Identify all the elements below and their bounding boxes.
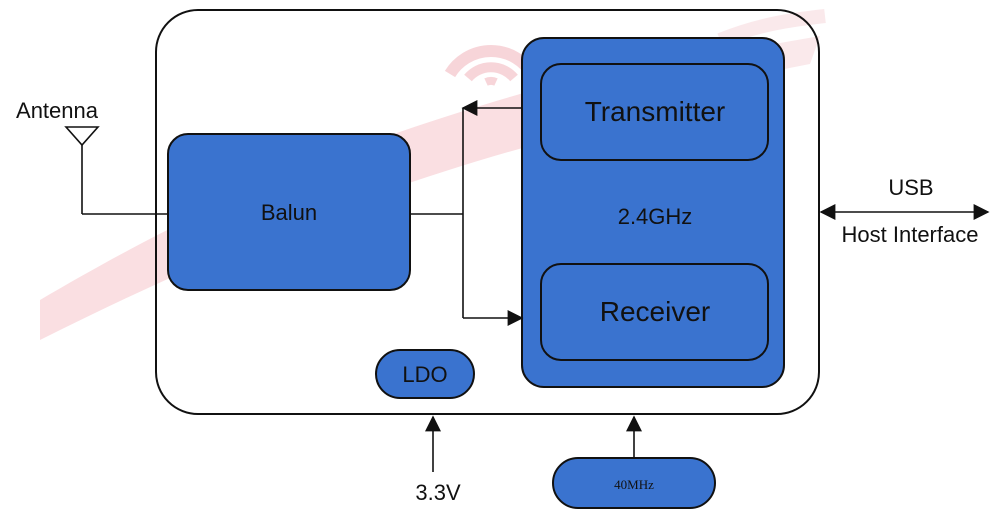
crystal-label: 40MHz — [614, 477, 654, 492]
transmitter-label: Transmitter — [585, 96, 726, 127]
module-boundary — [155, 9, 820, 415]
rf-core-label: 2.4GHz — [618, 204, 693, 229]
transmitter-block — [540, 63, 769, 161]
ldo-block — [375, 349, 475, 399]
host-interface-label: Host Interface — [842, 222, 979, 247]
balun-label: Balun — [261, 200, 317, 225]
antenna-label: Antenna — [16, 98, 99, 123]
antenna-icon — [64, 126, 168, 215]
balun-block — [167, 133, 411, 291]
ldo-label: LDO — [402, 362, 447, 387]
receiver-label: Receiver — [600, 296, 710, 327]
usb-label: USB — [888, 175, 933, 200]
supply-label: 3.3V — [415, 480, 461, 505]
receiver-block — [540, 263, 769, 361]
balun-to-rf-connectors — [410, 100, 524, 326]
